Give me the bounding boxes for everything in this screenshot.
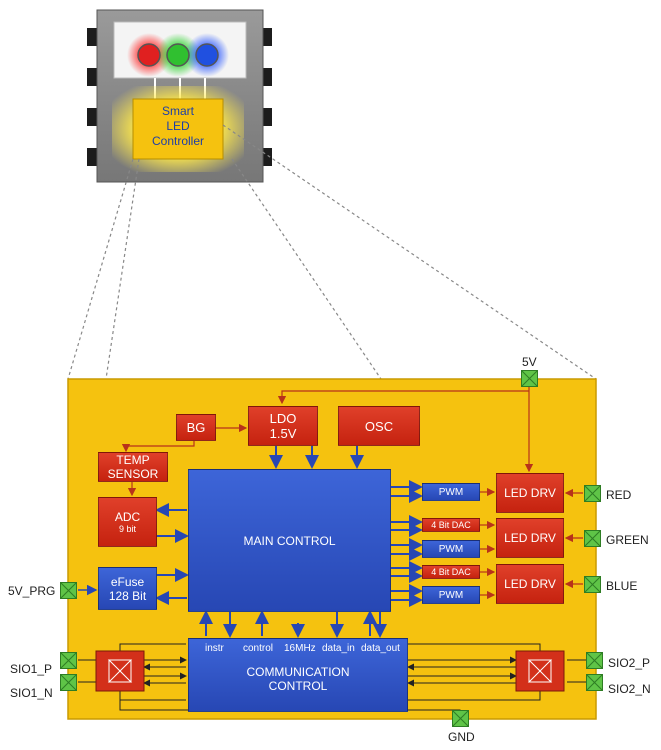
bus-label-clock: 16MHz <box>284 643 316 654</box>
main-control-block: MAIN CONTROL <box>188 469 391 612</box>
io-buffer-left <box>95 650 145 692</box>
communication-control-block: COMMUNICATION CONTROL <box>188 638 408 712</box>
led-driver-blue: LED DRV <box>496 564 564 604</box>
adc-label-line1: ADC <box>114 510 141 524</box>
pin-sio2-p-icon <box>586 652 603 669</box>
pin-sio1-n-icon <box>60 674 77 691</box>
led-driver-label-green: LED DRV <box>504 531 556 545</box>
osc-label: OSC <box>364 418 394 434</box>
power-wires <box>121 387 583 600</box>
main-control-label: MAIN CONTROL <box>243 533 336 548</box>
dac-label-green: 4 Bit DAC <box>431 520 471 530</box>
pin-sio2-n-icon <box>586 674 603 691</box>
bg-label: BG <box>186 420 206 435</box>
pin-sio2-p-label: SIO2_P <box>608 656 651 670</box>
dac-block-blue: 4 Bit DAC <box>422 565 480 579</box>
chip-label: Smart LED Controller <box>133 104 223 149</box>
led-driver-red: LED DRV <box>496 473 564 513</box>
pwm-block-blue: PWM <box>422 586 480 604</box>
zoom-lines <box>67 124 597 380</box>
pwm-block-green: PWM <box>422 540 480 558</box>
adc-block: ADC 9 bit <box>98 497 157 547</box>
pin-sio2-n-label: SIO2_N <box>608 682 651 696</box>
osc-block: OSC <box>338 406 420 446</box>
pin-gnd-label: GND <box>448 730 475 744</box>
bus-label-data-out: data_out <box>361 643 400 654</box>
pin-5v-prg-icon <box>60 582 77 599</box>
bus-label-control: control <box>243 643 274 654</box>
bg-block: BG <box>176 414 216 441</box>
ldo-label-line2: 1.5V <box>269 426 297 441</box>
pwm-label-green: PWM <box>438 543 464 555</box>
led-driver-label-red: LED DRV <box>504 486 556 500</box>
led-driver-green: LED DRV <box>496 518 564 558</box>
temp-sensor-block: TEMP SENSOR <box>98 452 168 482</box>
pin-5v-prg-label: 5V_PRG <box>8 584 56 598</box>
chip-label-line3: Controller <box>151 134 205 148</box>
pin-gnd-icon <box>452 710 469 727</box>
temp-label-line2: SENSOR <box>107 467 159 481</box>
pwm-block-red: PWM <box>422 483 480 501</box>
chip-label-line1: Smart <box>161 104 194 118</box>
pin-blue-label: BLUE <box>606 579 638 593</box>
bus-label-data-in: data_in <box>322 643 355 654</box>
pwm-label-red: PWM <box>438 486 464 498</box>
dac-block-green: 4 Bit DAC <box>422 518 480 532</box>
pin-sio1-n-label: SIO1_N <box>10 686 53 700</box>
signal-wires <box>78 446 423 638</box>
ldo-block: LDO 1.5V <box>248 406 318 446</box>
comm-label-line2: CONTROL <box>268 679 328 693</box>
chip-package <box>87 9 272 183</box>
pin-red-icon <box>584 485 601 502</box>
pin-green-icon <box>584 530 601 547</box>
led-driver-label-blue: LED DRV <box>504 577 556 591</box>
comm-label-line1: COMMUNICATION <box>246 665 350 679</box>
pwm-label-blue: PWM <box>438 589 464 601</box>
io-buffer-right <box>515 650 565 692</box>
pin-green-label: GREEN <box>606 533 649 547</box>
pin-red-label: RED <box>606 488 632 502</box>
efuse-label-line1: eFuse <box>110 574 145 589</box>
efuse-block: eFuse 128 Bit <box>98 567 157 610</box>
pin-blue-icon <box>584 576 601 593</box>
dac-label-blue: 4 Bit DAC <box>431 567 471 577</box>
efuse-label-line2: 128 Bit <box>108 588 147 603</box>
pin-5v-label: 5V <box>522 355 537 369</box>
ldo-label-line1: LDO <box>269 411 297 426</box>
pin-sio1-p-label: SIO1_P <box>10 662 53 676</box>
bus-label-instr: instr <box>205 643 224 654</box>
chip-label-line2: LED <box>166 119 190 133</box>
pin-sio1-p-icon <box>60 652 77 669</box>
temp-label-line1: TEMP <box>116 453 150 467</box>
adc-label-line2: 9 bit <box>118 524 136 534</box>
pin-5v-icon <box>521 370 538 387</box>
